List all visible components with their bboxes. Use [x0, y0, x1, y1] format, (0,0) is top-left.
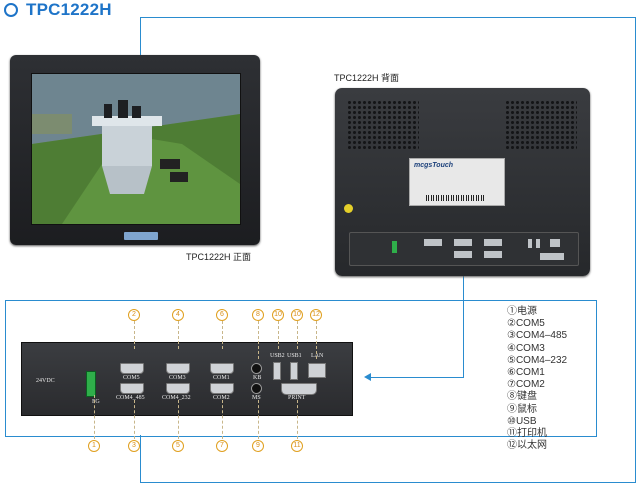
- legend-item: ③COM4–485: [507, 330, 568, 342]
- com1-label: COM1: [213, 375, 230, 381]
- leader-10a: [278, 321, 279, 349]
- usb1-label: USB1: [287, 353, 302, 359]
- callout-10b: 10: [291, 309, 303, 321]
- legend-item: ④COM3: [507, 342, 545, 354]
- print-port: [281, 383, 317, 395]
- com3-label: COM3: [169, 375, 186, 381]
- connector-line-right: [635, 17, 636, 483]
- com3-port: [166, 363, 190, 374]
- usb2-port: [273, 362, 281, 380]
- com4-232-label: COM4_232: [162, 395, 191, 401]
- com4-485-port: [120, 383, 144, 394]
- legend-item: ⑥COM1: [507, 367, 545, 379]
- usb2-label: USB2: [270, 353, 285, 359]
- connector-line-bottom: [140, 482, 636, 483]
- keyboard-port: [251, 363, 262, 374]
- detail-frame: [5, 300, 597, 437]
- com5-label: COM5: [123, 375, 140, 381]
- legend-item: ①电源: [507, 306, 537, 317]
- callout-9: 9: [252, 440, 264, 452]
- callout-5: 5: [172, 440, 184, 452]
- arrow-left-icon: [364, 373, 371, 381]
- mouse-port: [251, 383, 262, 394]
- connector-line-front: [140, 17, 141, 55]
- product-label-sticker: mcgsTouch: [409, 158, 505, 206]
- ms-label: MS: [252, 395, 261, 401]
- leader-1: [94, 395, 95, 439]
- vent-left: [347, 100, 419, 150]
- rear-panel-image: mcgsTouch: [335, 88, 590, 276]
- leader-11: [297, 400, 298, 439]
- front-screen: [31, 73, 241, 225]
- callout-2: 2: [128, 309, 140, 321]
- legend-item: ⑨鼠标: [507, 403, 537, 415]
- page-title: TPC1222H: [26, 0, 112, 19]
- com2-port: [210, 383, 234, 394]
- kb-label: KB: [253, 375, 262, 381]
- callout-4: 4: [172, 309, 184, 321]
- com1-port: [210, 363, 234, 374]
- power-label: 24VDC: [36, 378, 55, 384]
- callout-8: 8: [252, 309, 264, 321]
- front-caption: TPC1222H 正面: [186, 252, 252, 262]
- callout-6: 6: [216, 309, 228, 321]
- rear-io-panel: 24VDC FG COM5 COM4_485 COM3 COM4_232 COM…: [21, 342, 353, 416]
- usb1-port: [290, 362, 298, 380]
- port-legend: ①电源 ②COM5 ③COM4–485 ④COM3 ⑤COM4–232 ⑥COM…: [507, 306, 567, 452]
- legend-item: ②COM5: [507, 318, 545, 330]
- connector-line-bottom-left: [140, 435, 141, 483]
- leader-2: [134, 321, 135, 349]
- connector-line-arrow: [369, 377, 464, 378]
- legend-item: ⑩USB: [507, 415, 537, 427]
- leader-8: [258, 321, 259, 359]
- legend-item: ⑦COM2: [507, 379, 545, 391]
- connector-line-top: [140, 17, 636, 18]
- lan-label: LAN: [311, 353, 324, 359]
- com4-232-port: [166, 383, 190, 394]
- warning-icon: [344, 204, 353, 213]
- leader-12: [316, 321, 317, 359]
- leader-10b: [297, 321, 298, 349]
- callout-7: 7: [216, 440, 228, 452]
- scada-scene-icon: [32, 74, 240, 224]
- leader-5: [178, 400, 179, 439]
- lan-port: [308, 363, 326, 378]
- brand-logo: mcgsTouch: [414, 162, 454, 169]
- callout-3: 3: [128, 440, 140, 452]
- callout-10a: 10: [272, 309, 284, 321]
- legend-item: ⑫以太网: [507, 440, 547, 452]
- leader-3: [134, 400, 135, 439]
- com2-label: COM2: [213, 395, 230, 401]
- legend-item: ⑤COM4–232: [507, 354, 568, 366]
- barcode-icon: [426, 195, 484, 201]
- connector-line-rear: [463, 276, 464, 377]
- leader-7: [222, 400, 223, 439]
- power-terminal: [86, 371, 96, 397]
- leader-9: [258, 400, 259, 439]
- callout-1: 1: [88, 440, 100, 452]
- rear-caption: TPC1222H 背面: [334, 73, 400, 83]
- front-panel-image: [10, 55, 260, 245]
- com5-port: [120, 363, 144, 374]
- callout-11: 11: [291, 440, 303, 452]
- rear-port-strip: [349, 232, 579, 266]
- print-label: PRINT: [288, 395, 306, 401]
- vent-right: [505, 100, 577, 150]
- header-bullet-icon: [4, 3, 18, 17]
- legend-item: ⑧键盘: [507, 391, 537, 403]
- leader-6: [222, 321, 223, 349]
- leader-4: [178, 321, 179, 349]
- legend-item: ⑪打印机: [507, 428, 547, 440]
- brand-badge: [124, 232, 158, 240]
- com4-485-label: COM4_485: [116, 395, 145, 401]
- callout-12: 12: [310, 309, 322, 321]
- fg-label: FG: [92, 399, 100, 405]
